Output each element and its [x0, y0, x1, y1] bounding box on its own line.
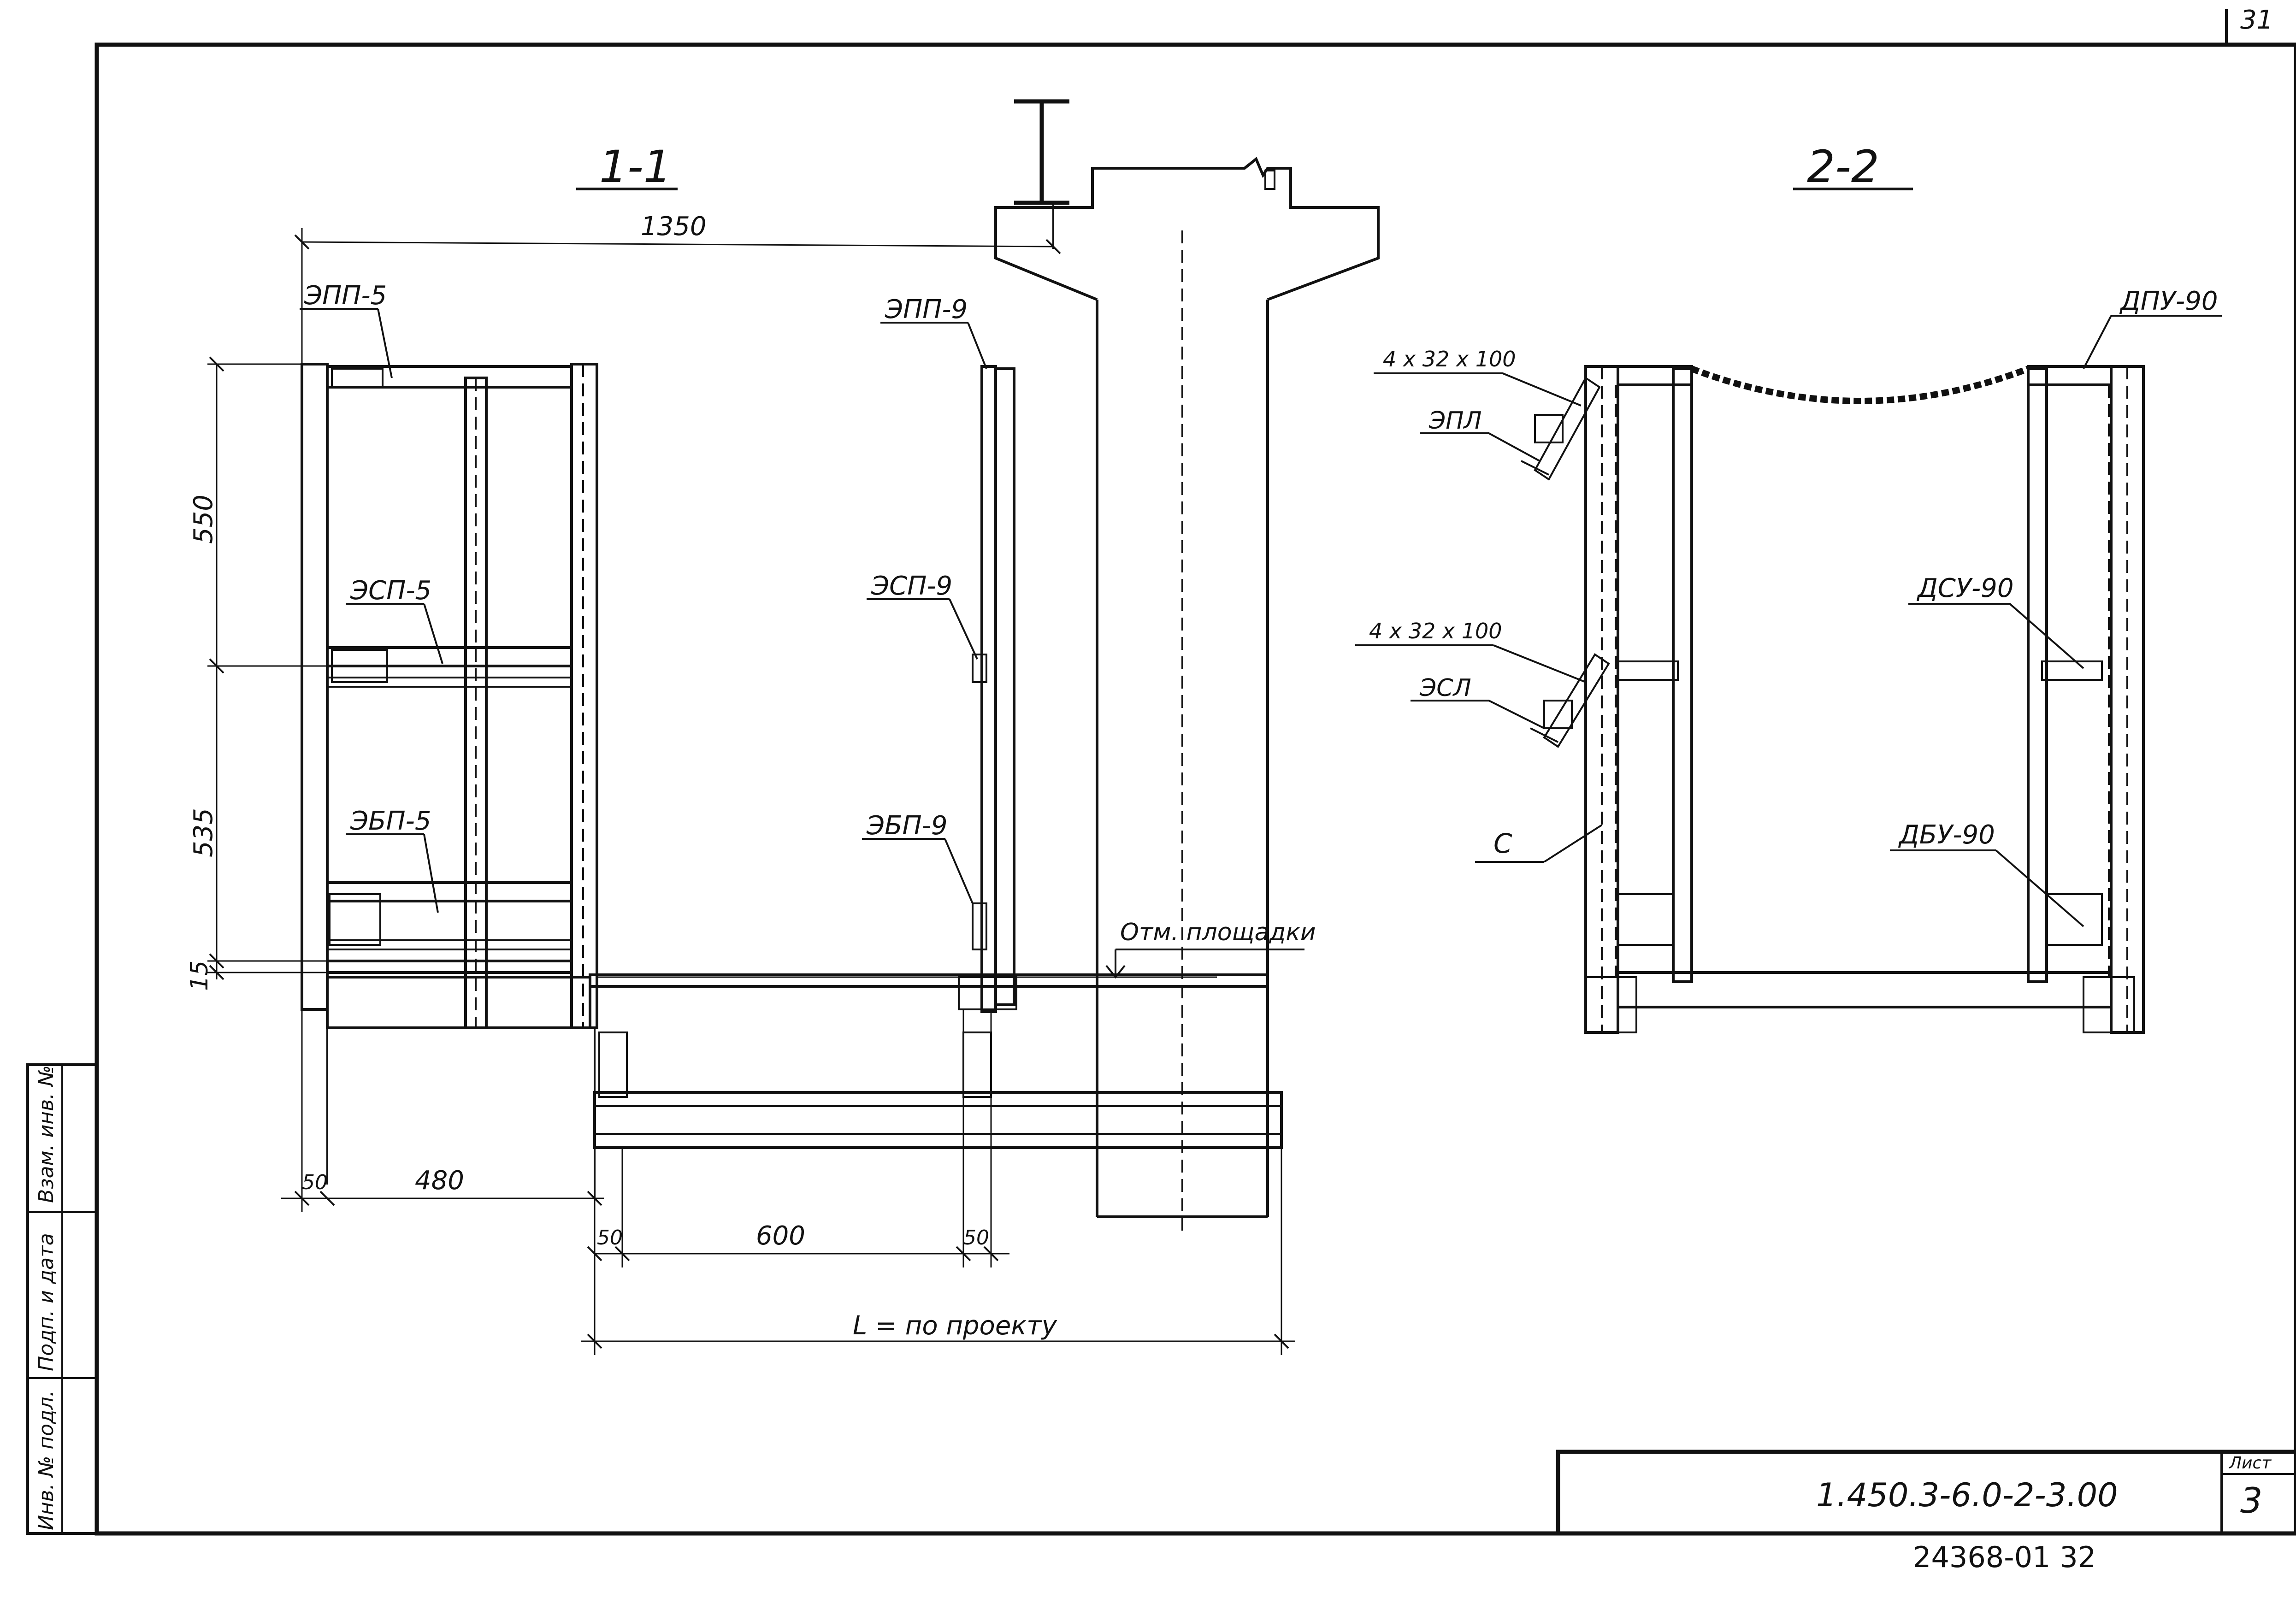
dim-1350: 1350	[641, 212, 707, 242]
label-bolt-1: 4 x 32 x 100	[1383, 347, 1516, 371]
dim-50c: 50	[963, 1226, 989, 1250]
label-dsu: ДСУ-90	[1916, 573, 2013, 603]
hinge-mid	[1530, 653, 1610, 748]
label-c: С	[1493, 828, 1512, 859]
label-bolt-2: 4 x 32 x 100	[1369, 619, 1502, 643]
stamp-sign-date: Подп. и дата	[35, 1233, 58, 1371]
chain	[1690, 365, 2030, 404]
guard-post-right	[958, 365, 1017, 1013]
stamp-replaced-inv: Взам. инв. №	[35, 1065, 58, 1203]
section-1-1-title: 1-1	[599, 141, 672, 193]
label-epl: ЭПЛ	[1428, 407, 1482, 435]
element-labels-1-1: ЭПП-5 ЭСП-5 ЭБП-5 ЭПП-9 ЭСП-9 ЭБП-9	[300, 281, 987, 913]
hinge-top	[1521, 377, 1601, 481]
document-code: 1.450.3-6.0-2-3.00	[1816, 1476, 2118, 1514]
dim-span-L: L = по проекту	[853, 1311, 1057, 1341]
sheet-label: Лист	[2228, 1454, 2272, 1473]
guard-post-left-2	[1584, 365, 1693, 1034]
dim-480: 480	[415, 1166, 464, 1196]
label-dpu: ДПУ-90	[2119, 286, 2218, 316]
label-dbu: ДБУ-90	[1898, 820, 1995, 850]
i-beam-top	[1014, 99, 1069, 249]
label-ebp5: ЭБП-5	[350, 806, 431, 836]
sheet-frame: 31	[94, 5, 2296, 1536]
label-epp9: ЭПП-9	[885, 295, 968, 324]
label-esl: ЭСЛ	[1419, 674, 1471, 702]
section-1-1: 1-1	[186, 99, 1380, 1355]
label-esp9: ЭСП-9	[871, 571, 952, 601]
dim-550: 550	[189, 495, 218, 544]
element-labels-2-2: 4 x 32 x 100 ЭПЛ 4 x 32 x 100 ЭСЛ С ДПУ-…	[1355, 286, 2222, 927]
dim-50a: 50	[302, 1171, 328, 1194]
title-block: Лист 1.450.3-6.0-2-3.00 3	[1556, 1450, 2296, 1536]
dim-535: 535	[189, 808, 218, 857]
label-ebp9: ЭБП-9	[866, 811, 947, 841]
dim-15: 15	[186, 961, 213, 991]
section-2-2-title: 2-2	[1807, 141, 1879, 193]
stamp-column: Взам. инв. № Подп. и дата Инв. № подл.	[26, 1063, 98, 1535]
concrete-column	[994, 157, 1380, 1235]
section-2-2: 2-2	[1355, 141, 2222, 1034]
sheet-number: 3	[2240, 1480, 2262, 1521]
level-label: Отм. площадки	[1120, 919, 1316, 946]
stamp-inv-original: Инв. № подл.	[35, 1390, 58, 1530]
support-beams	[589, 973, 1283, 1217]
label-epp5: ЭПП-5	[304, 281, 387, 311]
guard-post-right-2	[2027, 365, 2145, 1034]
dim-600: 600	[756, 1221, 805, 1251]
dim-50b: 50	[597, 1226, 623, 1250]
dimensions-1-1: 1350 550 535 15 50 480	[186, 212, 1316, 1355]
footer-code: 24368-01 32	[1913, 1540, 2096, 1574]
top-sheet-number: 31	[2240, 5, 2273, 35]
guard-frame-left	[301, 363, 598, 1198]
label-esp5: ЭСП-5	[350, 576, 431, 606]
